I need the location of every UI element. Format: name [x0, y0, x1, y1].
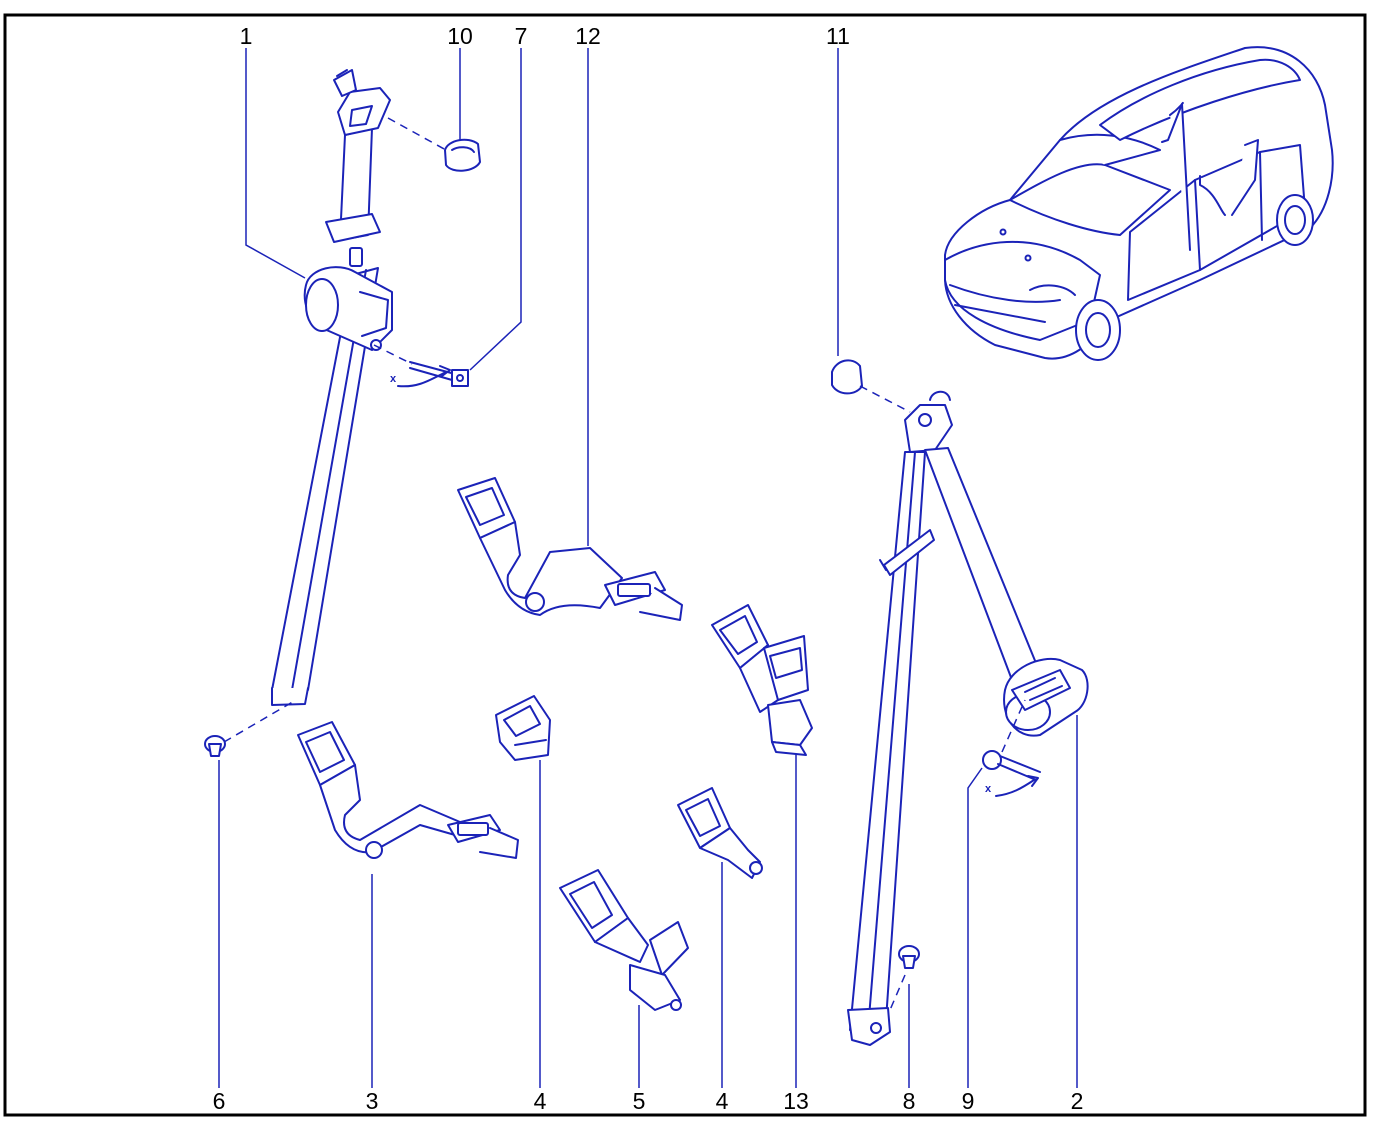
buckle-assembly-13: [711, 604, 813, 756]
buckle-4-left: [495, 695, 551, 761]
leader-1: [245, 48, 306, 279]
trim-cap-11: [831, 359, 863, 395]
guide-10: [387, 117, 447, 151]
callout-9: 9: [962, 1088, 975, 1114]
buckle-assembly-5: [559, 869, 689, 1011]
buckle-4-right: [677, 787, 763, 879]
callout-6: 6: [213, 1088, 226, 1114]
callout-8: 8: [903, 1088, 916, 1114]
callout-4a: 4: [534, 1088, 547, 1114]
callout-1: 1: [240, 23, 253, 49]
vehicle-illustration: [944, 46, 1334, 361]
guide-8: [889, 974, 906, 1011]
callout-3: 3: [366, 1088, 379, 1114]
callout-4b: 4: [716, 1088, 729, 1114]
guide-7: [373, 344, 413, 365]
trim-cap-10: [444, 138, 481, 172]
rear-seat-belt-right: [847, 390, 1089, 1046]
bolt-8: [898, 945, 920, 969]
torque-mark-right: x: [985, 783, 992, 795]
callout-7: 7: [515, 23, 528, 49]
callout-13: 13: [783, 1088, 809, 1114]
buckle-assembly-12: [457, 477, 683, 621]
bolt-7: [397, 361, 469, 388]
guide-9: [1001, 699, 1026, 753]
bolt-9: [982, 750, 1041, 797]
bolt-6: [204, 735, 226, 757]
callout-12: 12: [575, 23, 601, 49]
callout-10: 10: [447, 23, 473, 49]
buckle-assembly-3: [297, 721, 519, 859]
callout-2: 2: [1071, 1088, 1084, 1114]
leader-9: [967, 767, 983, 1088]
guide-11: [859, 385, 911, 413]
callout-11: 11: [826, 23, 850, 49]
torque-mark-left: x: [390, 373, 397, 385]
front-seat-belt-left: [271, 69, 393, 706]
leader-7: [469, 48, 522, 371]
callout-5: 5: [633, 1088, 646, 1114]
